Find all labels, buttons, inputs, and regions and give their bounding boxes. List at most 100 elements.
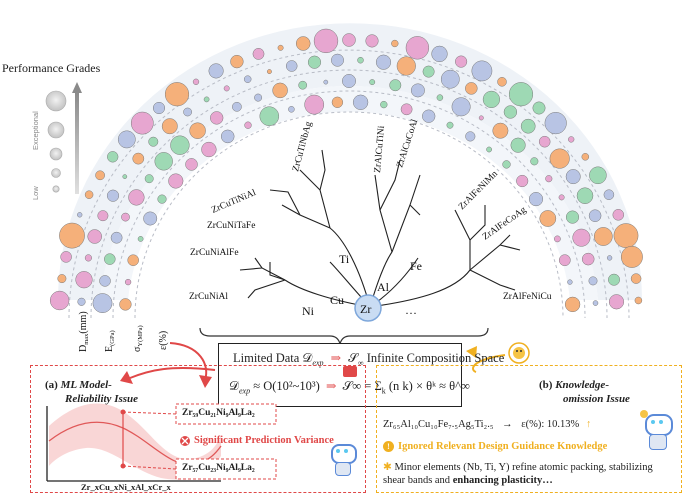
performance-bubble (331, 53, 344, 67)
performance-bubble (277, 44, 284, 51)
performance-bubble (558, 254, 571, 267)
implies-arrow-2: ⇒ (325, 379, 337, 393)
performance-bubble (492, 122, 509, 139)
leaf-zrcutinial: ZrCuTiNiAl (210, 188, 258, 216)
performance-bubble (538, 135, 551, 148)
performance-bubble (128, 189, 145, 206)
performance-bubble (189, 122, 206, 139)
performance-bubble (307, 55, 322, 69)
performance-bubble (59, 222, 85, 249)
performance-bubble (455, 55, 468, 68)
ring-arc-0 (134, 111, 564, 319)
performance-bubble (161, 118, 178, 135)
legend-title: Performance Grades (2, 61, 101, 75)
performance-bubble (565, 210, 580, 224)
legend-arrow-shaft (75, 92, 79, 194)
performance-bubble (532, 101, 546, 115)
performance-bubble (49, 290, 70, 311)
performance-bubble (259, 106, 280, 126)
performance-bubble (396, 56, 416, 76)
performance-bubble (369, 79, 376, 86)
performance-bubble (230, 54, 244, 69)
performance-bubble (203, 96, 210, 103)
performance-bubble (285, 60, 298, 72)
performance-bubble (168, 173, 184, 189)
root-node-zr (354, 294, 382, 322)
performance-bubble (539, 210, 557, 227)
performance-bubble (486, 146, 492, 153)
performance-bubble (516, 174, 529, 188)
axis-sigma: σY(MPa) (132, 325, 144, 352)
performance-bubble (588, 209, 602, 222)
robot-thinking-icon (639, 410, 675, 450)
leaf-zrcunitafe: ZrCuNiTaFe (207, 221, 255, 231)
performance-bubble (304, 94, 325, 115)
performance-bubble (589, 166, 607, 185)
x-axis-label: Zr_xCu_xNi_xAl_xCr_x (81, 482, 171, 492)
ring-arc-1 (112, 90, 586, 319)
performance-bubble (502, 160, 511, 169)
panel-b-title: (b) Knowledge- omission Issue (539, 379, 630, 405)
performance-bubble (106, 189, 120, 202)
performance-bubble (436, 94, 444, 101)
performance-bubble (192, 78, 200, 85)
performance-bubble (508, 82, 534, 107)
performance-bubble (298, 80, 308, 90)
performance-bubble (620, 245, 643, 268)
performance-bubble (634, 296, 643, 305)
performance-bubble (130, 111, 154, 135)
branch-fe: Fe (410, 259, 422, 273)
performance-bubble (576, 187, 594, 204)
performance-bubble (124, 278, 132, 286)
performance-bubble (510, 137, 526, 153)
leaf-zralfenimn: ZrAlFeNiMn (457, 169, 500, 212)
performance-bubble (132, 152, 145, 165)
axis-e: E(GPa) (104, 330, 116, 352)
arrow-right (472, 354, 506, 373)
performance-bubble (137, 236, 144, 242)
performance-bubble (593, 227, 613, 246)
performance-bubble (465, 131, 476, 142)
lower-formula-box (175, 458, 277, 480)
branch-al: Al (377, 280, 390, 294)
performance-bubble (254, 93, 263, 102)
performance-bubble (208, 63, 224, 79)
performance-bubble (313, 28, 339, 54)
performance-bubble (568, 136, 575, 143)
performance-bubble (603, 189, 615, 200)
performance-bubble (545, 175, 553, 183)
leaf-zralfenicu: ZrAlFeNiCu (503, 292, 552, 302)
legend-circle-xl (45, 90, 67, 112)
performance-bubble (272, 82, 288, 99)
variance-label: Significant Prediction Variance (194, 435, 334, 446)
leaf-zralcucoal: ZrAlCuCoAl (395, 118, 420, 169)
performance-bubble (567, 279, 573, 285)
performance-bubble (581, 252, 595, 266)
lightbulb-icon: ✱ (383, 462, 392, 473)
performance-bubble (220, 129, 235, 144)
performance-bubble (75, 271, 93, 289)
performance-bubble (572, 228, 591, 247)
performance-bubble (331, 96, 344, 108)
performance-bubble (503, 105, 518, 119)
legend-circle-m (49, 147, 63, 161)
performance-bubble (564, 296, 581, 313)
performance-bubble (104, 253, 116, 265)
performance-bubble (266, 69, 272, 75)
performance-bubble (446, 121, 454, 129)
performance-bubble (581, 153, 590, 161)
performance-bubble (60, 251, 72, 263)
performance-bubble (252, 48, 265, 60)
performance-bubble (210, 111, 224, 125)
performance-bubble (342, 74, 356, 88)
root-label: Zr (360, 302, 371, 316)
ml-reliability-panel: (a) ML Model- Reliability Issue Zr₅₉Cu₂₁… (30, 365, 366, 493)
legend-arrow-head (72, 82, 82, 93)
performance-bubble (232, 101, 242, 112)
performance-bubble (119, 298, 132, 311)
branch-ni: Ni (302, 304, 315, 318)
performance-bubble (630, 273, 642, 284)
legend: Performance Grades Exceptional Low (2, 61, 101, 200)
performance-bubble (357, 56, 364, 64)
exclaim-icon: ! (383, 441, 394, 452)
